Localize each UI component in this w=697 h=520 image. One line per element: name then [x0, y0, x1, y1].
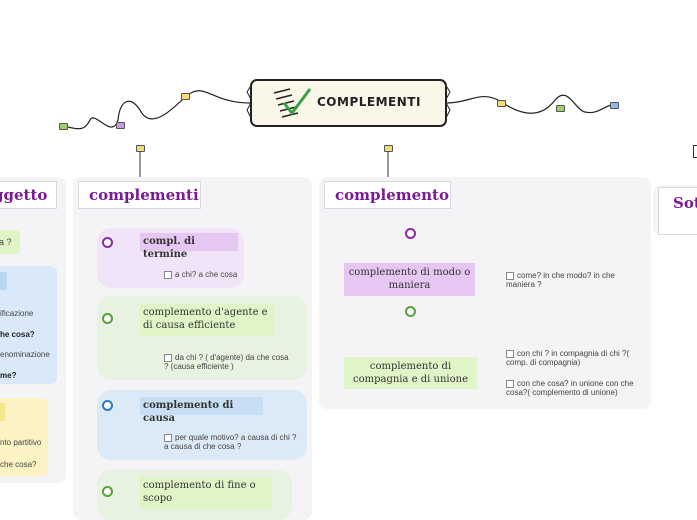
node-bullet-icon[interactable] — [102, 313, 113, 324]
checkbox-icon[interactable] — [164, 433, 172, 442]
left-node-green[interactable] — [0, 230, 20, 254]
detail-text: con chi ? in compagnia di chi ?( comp. d… — [506, 349, 630, 367]
detail-text: a chi? a che cosa — [175, 270, 238, 279]
left-label: a ? — [0, 237, 12, 247]
left-label: he cosa? — [0, 330, 35, 339]
detail-text: per quale motivo? a causa di chi ? a cau… — [164, 433, 297, 451]
node-text: compl. di termine — [143, 236, 195, 260]
node-bullet-icon[interactable] — [405, 228, 416, 239]
node-agente[interactable]: complemento d'agente e di causa efficien… — [140, 304, 273, 336]
left-label: enominazione — [0, 350, 50, 359]
node-text: complemento di causa — [143, 400, 234, 424]
left-group-blue — [0, 266, 57, 384]
detail-termine: a chi? a che cosa — [164, 270, 237, 279]
checklist-icon — [273, 88, 312, 118]
pin-icon — [181, 93, 190, 100]
left-node-blue[interactable] — [0, 272, 7, 290]
pin-icon — [116, 122, 125, 129]
left-label: me? — [0, 371, 17, 380]
panel-left-title[interactable]: ggetto — [0, 181, 57, 209]
panel-complementi-title-text: complementi — [89, 186, 199, 204]
left-node-yellow[interactable] — [0, 403, 5, 421]
node-compagnia[interactable]: complemento di compagnia e di unione — [344, 357, 477, 389]
checkbox-icon[interactable] — [164, 353, 172, 362]
checkbox-icon[interactable] — [506, 349, 514, 358]
detail-causa: per quale motivo? a causa di chi ? a cau… — [164, 433, 302, 451]
checkbox-icon[interactable] — [164, 270, 172, 279]
pin-icon — [693, 145, 697, 158]
detail-unione: con che cosa? in unione con che cosa?( c… — [506, 379, 636, 397]
detail-modo: come? in che modo? in che maniera ? — [506, 271, 641, 289]
panel-complemento-title-text: complemento — [335, 186, 449, 204]
detail-text: come? in che modo? in che maniera ? — [506, 271, 615, 289]
left-label: ificazione — [0, 309, 34, 318]
central-title: COMPLEMENTI — [317, 95, 421, 109]
left-label: nto partitivo — [0, 438, 42, 447]
checkbox-icon[interactable] — [506, 271, 514, 280]
node-bullet-icon[interactable] — [102, 400, 113, 411]
node-bullet-icon[interactable] — [102, 486, 113, 497]
node-text: complemento di compagnia e di unione — [353, 361, 468, 385]
node-termine[interactable]: compl. di termine — [140, 233, 238, 260]
panel-right-title-text: Sot — [673, 194, 697, 212]
panel-left-title-text: ggetto — [0, 186, 48, 204]
left-label: che cosa? — [0, 460, 37, 469]
pin-icon — [59, 123, 68, 130]
pin-icon — [136, 145, 145, 152]
node-bullet-icon[interactable] — [405, 306, 416, 317]
panel-complementi-title[interactable]: complementi — [78, 181, 201, 209]
panel-complemento-title[interactable]: complemento — [324, 181, 451, 209]
node-modo[interactable]: complemento di modo o maniera — [344, 263, 475, 296]
node-bullet-icon[interactable] — [102, 237, 113, 248]
pin-icon — [497, 100, 506, 107]
pin-icon — [610, 102, 619, 109]
detail-compagnia: con chi ? in compagnia di chi ?( comp. d… — [506, 349, 636, 367]
detail-agente: da chi ? ( d'agente) da che cosa ? (caus… — [164, 353, 294, 371]
panel-right-title[interactable]: Sot — [658, 187, 697, 235]
central-topic[interactable]: COMPLEMENTI — [250, 79, 447, 127]
left-group-yellow — [0, 398, 48, 476]
node-text: complemento di modo o maniera — [348, 267, 471, 291]
pin-icon — [384, 145, 393, 152]
checkbox-icon[interactable] — [506, 379, 514, 388]
node-text: complemento di fine o scopo — [143, 480, 256, 504]
detail-text: da chi ? ( d'agente) da che cosa ? (caus… — [164, 353, 289, 371]
node-causa[interactable]: complemento di causa — [140, 397, 263, 424]
pin-icon — [556, 105, 565, 112]
detail-text: con che cosa? in unione con che cosa?( c… — [506, 379, 634, 397]
node-text: complemento d'agente e di causa efficien… — [143, 307, 268, 331]
node-fine[interactable]: complemento di fine o scopo — [140, 477, 272, 509]
